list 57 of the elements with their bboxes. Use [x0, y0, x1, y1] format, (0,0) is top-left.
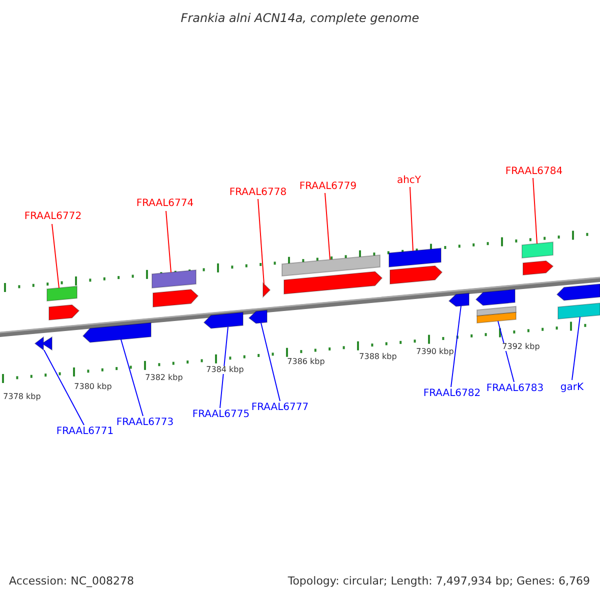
gene-feature	[282, 254, 380, 277]
gene-feature	[248, 310, 268, 324]
scale-label: 7382 kbp	[145, 374, 183, 382]
scale-label: 7378 kbp	[3, 393, 41, 401]
leader-line	[450, 305, 462, 388]
gene-feature	[203, 312, 244, 329]
leader-line	[52, 224, 60, 288]
gene-feature	[388, 248, 442, 268]
leader-line	[324, 192, 330, 260]
gene-feature	[284, 271, 383, 295]
gene-feature	[152, 288, 199, 308]
gene-feature	[556, 283, 600, 301]
gene-label: FRAAL6783	[486, 384, 544, 394]
scale-label: 7380 kbp	[74, 383, 112, 391]
gene-feature	[390, 265, 443, 285]
gene-label: garK	[560, 383, 584, 393]
gene-feature	[82, 322, 152, 343]
leader-line	[44, 350, 84, 426]
gene-label: FRAAL6772	[24, 212, 82, 222]
gene-label: FRAAL6774	[136, 199, 194, 209]
gene-feature	[448, 292, 470, 307]
leader-line	[260, 322, 280, 402]
title: Frankia alni ACN14a, complete genome	[180, 12, 420, 24]
gene-label: FRAAL6773	[116, 418, 174, 428]
leader-line	[258, 198, 264, 284]
scale-label: 7386 kbp	[287, 358, 325, 366]
scale-label: 7388 kbp	[359, 353, 397, 361]
gene-label: FRAAL6779	[299, 182, 357, 192]
gene-feature	[262, 282, 271, 298]
gene-feature	[48, 304, 80, 321]
gene-label: FRAAL6775	[192, 410, 250, 420]
gene-label: ahcY	[396, 176, 422, 186]
gene-label: FRAAL6771	[56, 427, 114, 437]
scale-label: 7392 kbp	[502, 343, 540, 351]
gene-label: FRAAL6784	[505, 167, 563, 177]
leader-line	[120, 339, 144, 416]
leader-line	[166, 210, 172, 273]
gene-feature	[522, 260, 554, 276]
gene-label: FRAAL6782	[423, 389, 481, 399]
scale-label: 7384 kbp	[206, 366, 244, 374]
footer-text: Topology: circular; Length: 7,497,934 bp; Genes: 6,769	[288, 576, 590, 586]
gene-label: FRAAL6778	[229, 188, 287, 198]
gene-feature	[522, 242, 554, 259]
gene-feature	[46, 286, 78, 302]
leader-line	[410, 186, 414, 252]
gene-feature	[475, 288, 516, 306]
gene-feature	[476, 312, 516, 324]
scale-label: 7390 kbp	[416, 348, 454, 356]
leader-line	[498, 320, 514, 382]
leader-line	[220, 326, 228, 408]
leader-line	[572, 316, 580, 380]
gene-feature	[152, 269, 196, 289]
gene-feature	[558, 302, 600, 320]
gene-label: FRAAL6777	[251, 403, 309, 413]
leader-line	[532, 178, 538, 244]
footer-text: Accession: NC_008278	[9, 576, 134, 586]
gene-feature	[34, 336, 52, 352]
